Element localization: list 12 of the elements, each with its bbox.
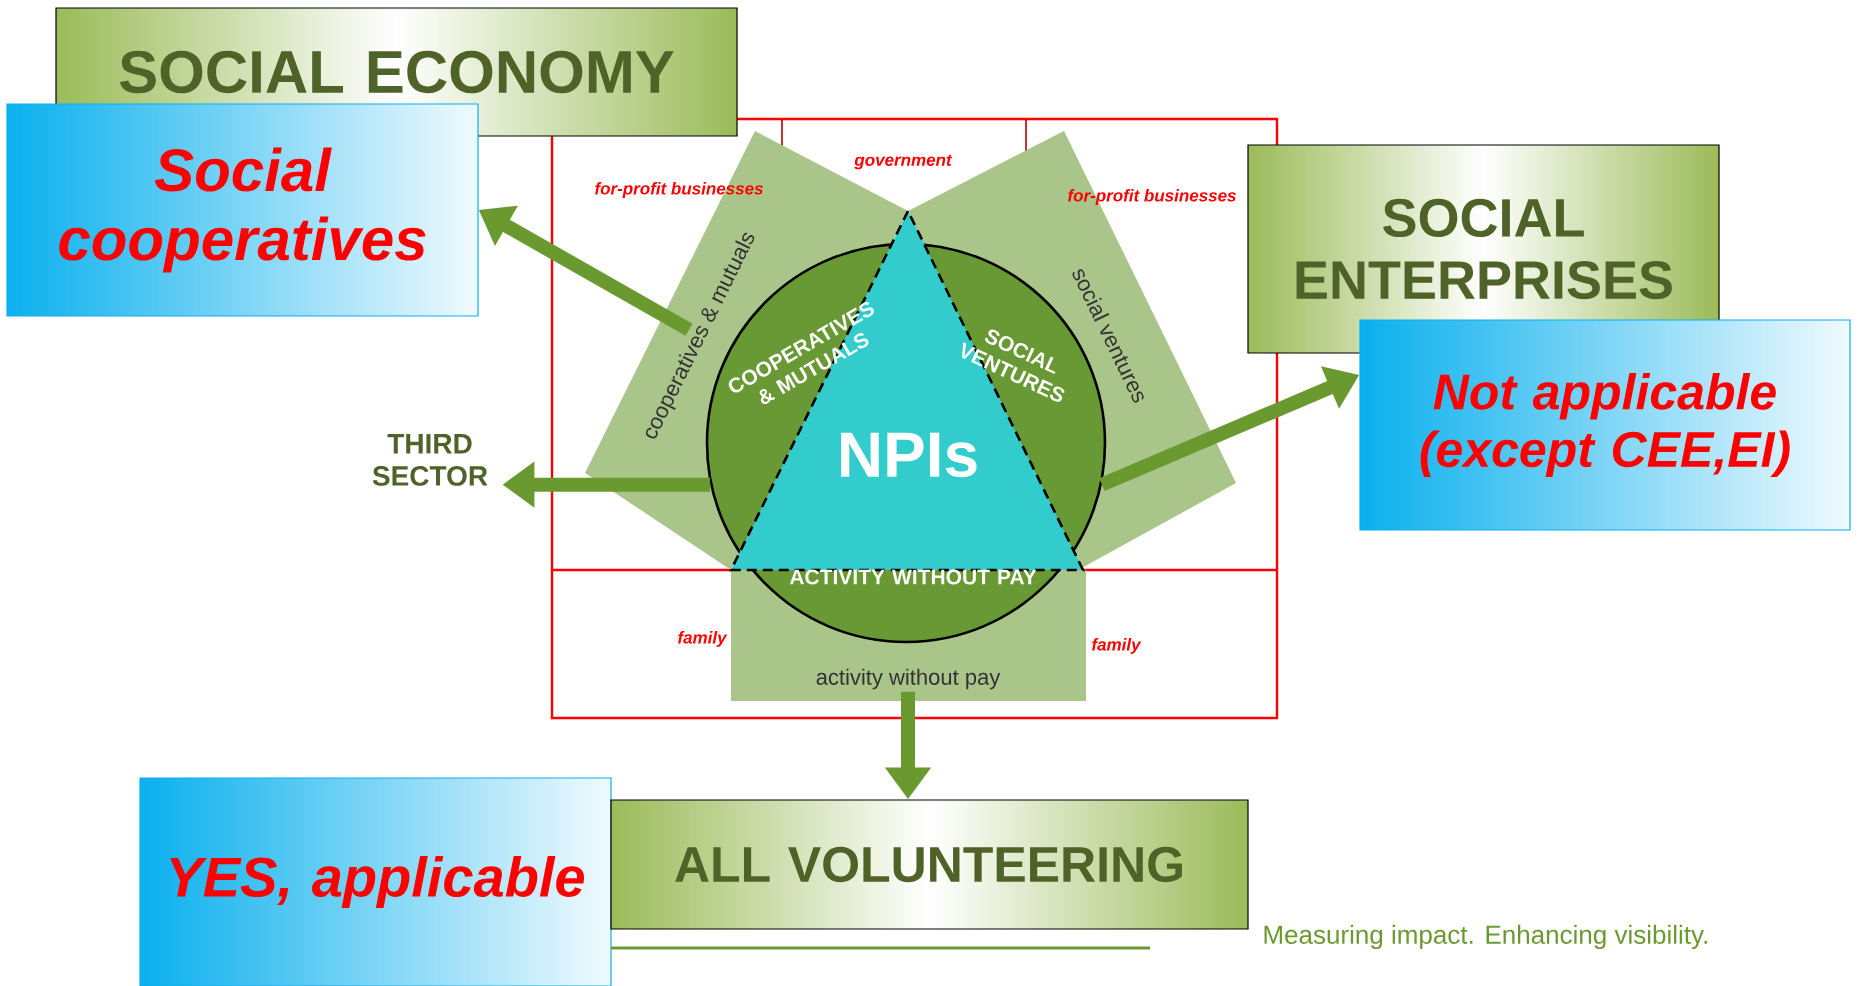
- header-box: ALL VOLUNTEERING: [610, 799, 1249, 930]
- cell-label: family: [678, 631, 728, 647]
- node-text: activity without pay: [816, 668, 1001, 690]
- cell-label: family: [1092, 638, 1142, 654]
- sector-label: THIRD SECTOR: [372, 434, 488, 486]
- answer-box: Not applicable (except CEE,EI): [1359, 319, 1851, 531]
- answer-box: YES, applicable: [139, 777, 612, 986]
- cell-label: for-profit businesses: [595, 182, 763, 198]
- cell-label: for-profit businesses: [1068, 189, 1236, 205]
- segment-label: ACTIVITY WITHOUT PAY: [789, 569, 1037, 585]
- tagline: Measuring impact. Enhancing visibility.: [1264, 924, 1707, 950]
- answer-box: Social cooperatives: [6, 103, 479, 317]
